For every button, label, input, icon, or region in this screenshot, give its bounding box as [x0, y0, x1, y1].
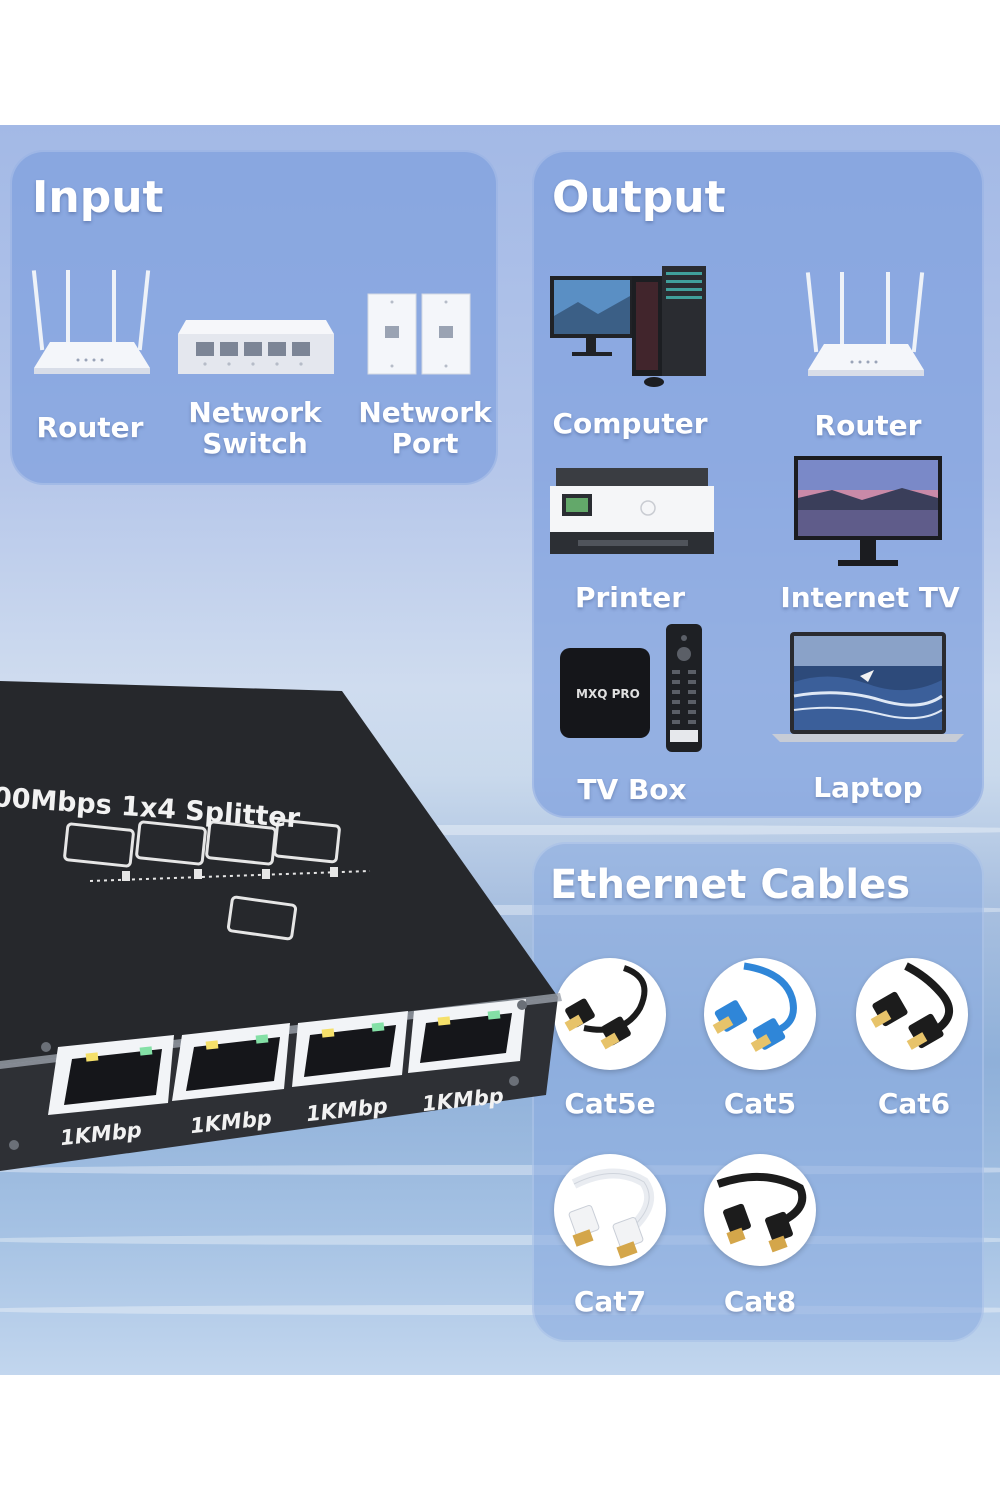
cable-cat7-image — [554, 1154, 666, 1266]
cables-panel: Ethernet Cables Cat5e Cat5 Cat6 — [532, 842, 984, 1342]
monitor-icon — [794, 456, 942, 566]
output-label-tv-box: TV Box — [577, 773, 687, 806]
input-title: Input — [32, 172, 164, 223]
output-label-laptop: Laptop — [813, 771, 923, 804]
output-panel: Output Computer Router Printer — [532, 150, 984, 818]
cable-label-cat8: Cat8 — [723, 1285, 797, 1318]
splitter-device — [0, 681, 562, 1171]
input-panel: Input Router Network Switch Network Port — [10, 150, 498, 485]
output-label-printer: Printer — [574, 581, 686, 614]
cable-cat5-icon — [712, 962, 797, 1052]
cable-cat8-image — [704, 1154, 816, 1266]
water-wave — [0, 1235, 1000, 1245]
tv-box-icon — [560, 624, 702, 752]
laptop-icon — [772, 632, 964, 742]
water-wave — [0, 1165, 1000, 1175]
cable-label-cat7: Cat7 — [573, 1285, 647, 1318]
water-wave — [0, 825, 1000, 835]
output-title: Output — [552, 172, 726, 223]
output-label-internet-tv: Internet TV — [780, 581, 960, 614]
cables-title: Ethernet Cables — [550, 862, 911, 908]
input-label-router: Router — [36, 411, 144, 444]
input-label-network-port: Network Port — [358, 396, 492, 460]
water-wave — [0, 905, 1000, 915]
tv-box-brand: MXQ PRO — [576, 687, 640, 701]
cable-cat7-icon — [568, 1168, 655, 1259]
input-label-network-switch: Network Switch — [188, 396, 322, 460]
cable-cat6-icon — [870, 962, 953, 1050]
printer-icon — [550, 468, 714, 554]
network-port-icon — [367, 293, 471, 375]
cable-label-cat5e: Cat5e — [564, 1087, 656, 1120]
router-icon — [31, 270, 151, 374]
output-label-router: Router — [814, 409, 922, 442]
cable-label-cat6: Cat6 — [877, 1087, 951, 1120]
output-label-computer: Computer — [552, 407, 708, 440]
computer-icon — [550, 266, 706, 387]
cable-cat6-image — [856, 958, 968, 1070]
cable-cat5e-image — [554, 958, 666, 1070]
network-switch-icon — [178, 320, 334, 374]
water-wave — [0, 1305, 1000, 1315]
router-icon — [805, 272, 925, 376]
cable-cat8-icon — [716, 1172, 807, 1253]
cable-cat5-image — [704, 958, 816, 1070]
cable-cat5e-icon — [564, 965, 648, 1050]
cable-label-cat5: Cat5 — [723, 1087, 797, 1120]
